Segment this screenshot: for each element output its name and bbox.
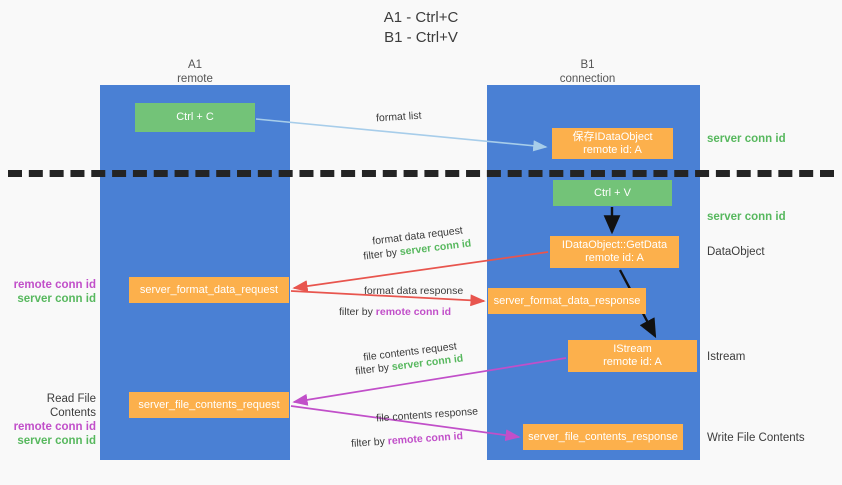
node-server-file-contents-response[interactable]: server_file_contents_response (523, 424, 683, 450)
left-label-read-file-contents: Read File Contents (46, 393, 96, 419)
title-line-1: A1 - Ctrl+C (383, 9, 459, 26)
filter-prefix-4: filter by (350, 435, 389, 450)
left-label-conn-ids-1: remote conn id server conn id (0, 278, 96, 306)
column-header-b1: B1 connection (515, 58, 660, 86)
right-label-write-file-contents: Write File Contents (707, 432, 805, 444)
column-b1-name: B1 (580, 59, 595, 71)
column-a1-role: remote (177, 73, 213, 85)
left-label-server-conn-id-2: server conn id (17, 435, 96, 447)
edge-label-format-list: format list (375, 109, 422, 125)
edge-label-file-contents-response: file contents response (375, 405, 479, 425)
filter-prefix-3: filter by (354, 361, 393, 378)
node-getdata-line1: IDataObject::GetData (561, 239, 668, 251)
right-label-dataobject: DataObject (707, 246, 765, 258)
left-label-conn-ids-2: Read File Contents remote conn id server… (0, 392, 96, 448)
node-save-idataobject[interactable]: 保存IDataObject remote id: A (552, 128, 673, 159)
diagram-title: A1 - Ctrl+C B1 - Ctrl+V (0, 8, 842, 48)
node-getdata-line2: remote id: A (585, 252, 644, 264)
node-server-file-contents-request[interactable]: server_file_contents_request (129, 392, 289, 418)
filter-value-remote-conn-id-1: remote conn id (375, 306, 452, 318)
node-ctrl-v-label: Ctrl + V (594, 186, 631, 199)
filter-prefix-2: filter by (339, 306, 376, 318)
right-label-server-conn-id-2: server conn id (707, 211, 786, 223)
edge-label-file-contents-response-filter: filter by remote conn id (351, 429, 464, 451)
node-ctrl-c[interactable]: Ctrl + C (135, 103, 255, 132)
node-save-idataobject-text: 保存IDataObject remote id: A (572, 131, 652, 157)
node-server-format-data-request[interactable]: server_format_data_request (129, 277, 289, 303)
node-save-idataobject-line2: remote id: A (583, 143, 642, 156)
column-b1-role: connection (559, 73, 616, 85)
left-label-remote-conn-id-1: remote conn id (13, 279, 96, 291)
filter-value-remote-conn-id-2: remote conn id (387, 430, 464, 448)
filter-prefix-1: filter by (362, 246, 401, 263)
phase-divider (8, 170, 834, 177)
column-a1-name: A1 (187, 59, 203, 71)
node-istream-line1: IStream (613, 343, 652, 355)
node-ctrl-v[interactable]: Ctrl + V (553, 180, 672, 206)
right-label-istream: Istream (707, 351, 746, 363)
node-server-format-data-response[interactable]: server_format_data_response (488, 288, 646, 314)
edge-label-format-data-response-filter: filter by remote conn id (339, 305, 451, 319)
column-header-a1: A1 remote (125, 58, 265, 86)
node-istream-text: IStream remote id: A (603, 343, 662, 369)
left-label-remote-conn-id-2: remote conn id (13, 421, 96, 433)
node-server-file-contents-request-label: server_file_contents_request (138, 398, 280, 411)
node-ctrl-c-label: Ctrl + C (176, 111, 214, 123)
edge-label-format-data-response: format data response (364, 285, 464, 297)
node-save-idataobject-line1: 保存IDataObject (572, 130, 653, 143)
node-server-format-data-response-label: server_format_data_response (493, 294, 641, 307)
left-label-server-conn-id-1: server conn id (17, 293, 96, 305)
node-idataobject-getdata[interactable]: IDataObject::GetData remote id: A (550, 236, 679, 268)
node-istream[interactable]: IStream remote id: A (568, 340, 697, 372)
node-istream-line2: remote id: A (603, 356, 662, 368)
node-server-format-data-request-label: server_format_data_request (139, 283, 279, 296)
right-label-server-conn-id-1: server conn id (707, 133, 786, 145)
node-server-file-contents-response-label: server_file_contents_response (528, 430, 678, 443)
title-line-2: B1 - Ctrl+V (384, 29, 458, 46)
node-getdata-text: IDataObject::GetData remote id: A (562, 239, 667, 265)
